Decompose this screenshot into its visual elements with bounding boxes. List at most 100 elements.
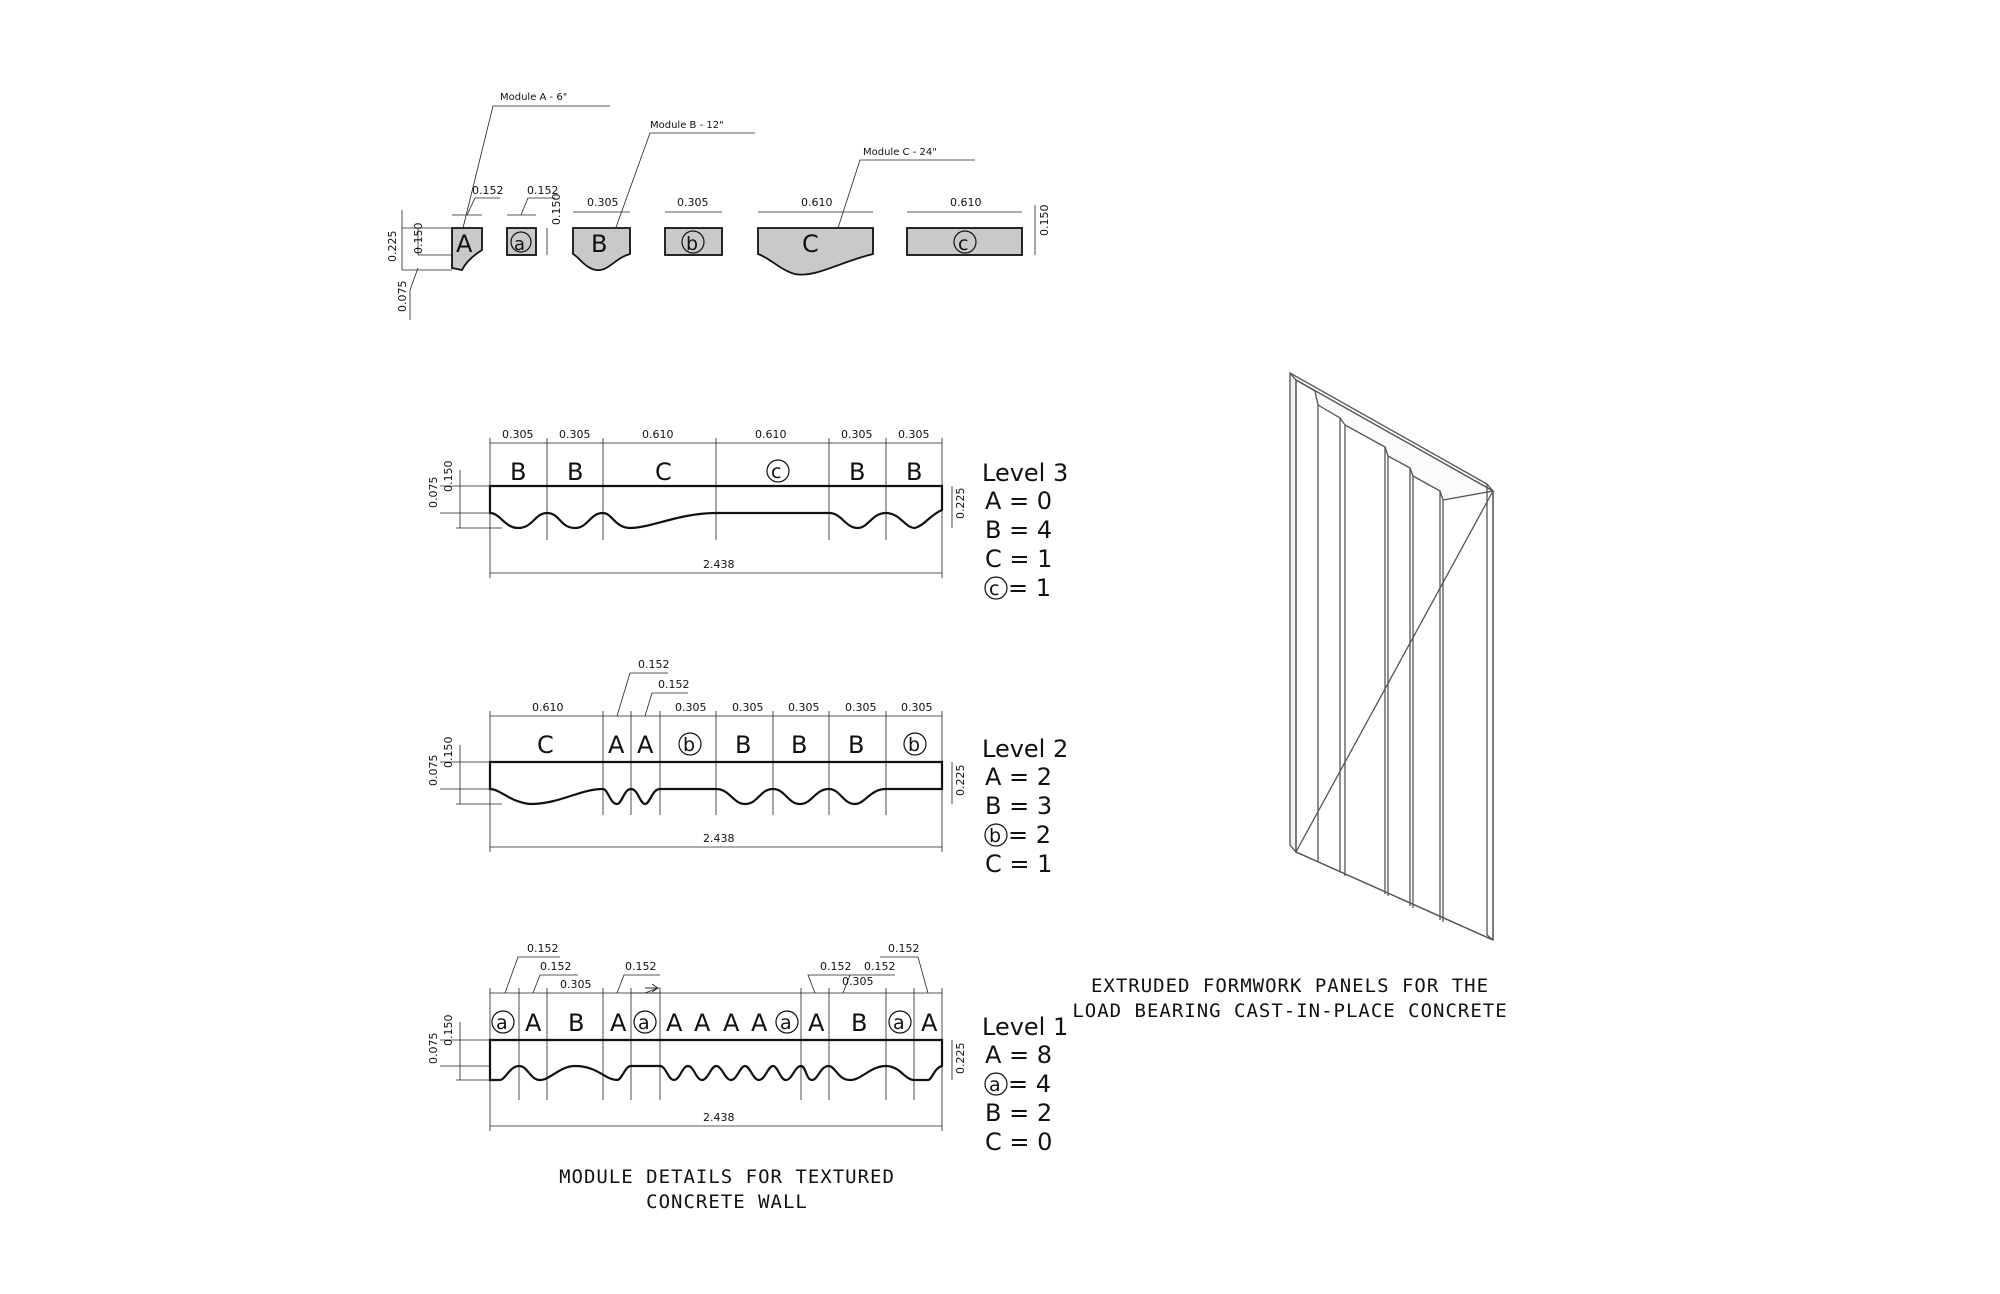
l1-dim-depth: 0.075 xyxy=(427,1033,440,1065)
l1-letter-4: A xyxy=(610,1009,627,1037)
l2-dim-b4: 0.305 xyxy=(845,701,877,714)
l1-wall-profile xyxy=(488,1038,944,1082)
l2-count-circle-letter: b xyxy=(989,825,1001,847)
l2-letter-3: A xyxy=(637,731,654,759)
dim-h-depth: 0.075 xyxy=(396,281,409,313)
l2-total-length: 2.438 xyxy=(703,832,735,845)
l3-letter-1: B xyxy=(510,458,526,486)
module-c-label: C xyxy=(802,230,819,258)
l2-letter-6: B xyxy=(791,731,807,759)
caption-left-line-1: MODULE DETAILS FOR TEXTURED xyxy=(559,1166,895,1188)
l3-dim-1: 0.305 xyxy=(502,428,534,441)
l2-title: Level 2 xyxy=(982,735,1068,763)
l3-count-b: B = 4 xyxy=(985,516,1052,544)
module-a-flat-circle xyxy=(510,231,532,253)
callout-leader-c xyxy=(837,159,975,229)
l2-count-a: A = 2 xyxy=(985,763,1052,791)
l2-letter-7: B xyxy=(848,731,864,759)
l2-dim-b1: 0.305 xyxy=(675,701,707,714)
l1-dim-5: 0.152 xyxy=(820,960,852,973)
callout-leader-b xyxy=(614,132,755,231)
l1-letter-10: a xyxy=(780,1012,792,1034)
l2-dim-c: 0.610 xyxy=(532,701,564,714)
l3-count-c-circled: = 1 xyxy=(1008,574,1051,602)
l3-letter-2: B xyxy=(567,458,583,486)
l3-letter-5: B xyxy=(849,458,865,486)
module-key: Module A - 6" Module B - 12" Module C - … xyxy=(386,92,1051,320)
l2-letter-2: A xyxy=(608,731,625,759)
l2-dim-b2: 0.305 xyxy=(732,701,764,714)
l3-letter-4: c xyxy=(771,461,781,483)
l1-letter-7: A xyxy=(694,1009,711,1037)
l1-dim-6: 0.152 xyxy=(864,960,896,973)
callout-module-c: Module C - 24" xyxy=(863,147,937,158)
dim-w-a2: 0.152 xyxy=(527,184,559,197)
l1-dim-right: 0.225 xyxy=(954,1043,967,1075)
l2-count-b: B = 3 xyxy=(985,792,1052,820)
module-a-label: A xyxy=(456,230,473,258)
l1-dim-4: 0.152 xyxy=(625,960,657,973)
l2-letter-4: b xyxy=(683,734,695,756)
l3-dim-5: 0.305 xyxy=(841,428,873,441)
l1-dim-2: 0.152 xyxy=(540,960,572,973)
module-c-flat-shape xyxy=(906,227,1023,256)
module-c-flat-label: c xyxy=(958,233,968,255)
l2-dim-a2: 0.152 xyxy=(658,678,690,691)
l2-dim-b3: 0.305 xyxy=(788,701,820,714)
l2-letter-8: b xyxy=(908,734,920,756)
l3-dim-6: 0.305 xyxy=(898,428,930,441)
l2-dim-a1: 0.152 xyxy=(638,658,670,671)
l1-letter-8: A xyxy=(723,1009,740,1037)
l1-dim-1: 0.152 xyxy=(527,942,559,955)
dim-h-total: 0.225 xyxy=(386,231,399,263)
callout-module-b: Module B - 12" xyxy=(650,120,724,131)
l2-count-b-circled: = 2 xyxy=(1008,821,1051,849)
caption-right-line-2: LOAD BEARING CAST-IN-PLACE CONCRETE xyxy=(1072,1000,1507,1022)
module-c-flat-circle xyxy=(953,230,977,254)
l1-dim-3: 0.305 xyxy=(560,978,592,991)
l1-letter-6: A xyxy=(666,1009,683,1037)
l3-dim-depth: 0.075 xyxy=(427,477,440,509)
module-b-label: B xyxy=(591,230,607,258)
level-2-section: 0.152 0.152 0.610 0.305 0.305 0.305 0.30… xyxy=(427,658,1068,878)
l2-wall-profile xyxy=(488,760,944,806)
dim-w-b: 0.305 xyxy=(587,196,619,209)
l3-dim-3: 0.610 xyxy=(642,428,674,441)
l2-letter-1: C xyxy=(537,731,554,759)
l1-letter-3: B xyxy=(568,1009,584,1037)
l1-letter-1: a xyxy=(496,1012,508,1034)
l1-count-b: B = 2 xyxy=(985,1099,1052,1127)
dim-w-c2: 0.610 xyxy=(950,196,982,209)
l1-letter-9: A xyxy=(751,1009,768,1037)
module-b-flat-label: b xyxy=(686,233,698,255)
l1-dim-8: 0.152 xyxy=(888,942,920,955)
l1-letter-13: a xyxy=(893,1012,905,1034)
dim-h-a2: 0.150 xyxy=(550,194,563,226)
module-b-shape xyxy=(572,227,631,271)
l1-count-c: C = 0 xyxy=(985,1128,1052,1156)
formwork-panel-isometric xyxy=(1289,371,1495,942)
l3-dim-right: 0.225 xyxy=(954,488,967,520)
l2-dim-b5: 0.305 xyxy=(901,701,933,714)
module-b-flat-circle xyxy=(681,230,705,254)
module-c-shape xyxy=(757,227,874,276)
l3-title: Level 3 xyxy=(982,459,1068,487)
caption-left-line-2: CONCRETE WALL xyxy=(646,1191,808,1213)
l3-letter-3: C xyxy=(655,458,672,486)
l2-dim-body: 0.150 xyxy=(442,737,455,769)
l2-dim-depth: 0.075 xyxy=(427,755,440,787)
callout-module-a: Module A - 6" xyxy=(500,92,567,103)
l1-count-a: A = 8 xyxy=(985,1041,1052,1069)
l1-dim-7: 0.305 xyxy=(842,975,874,988)
l3-dim-4: 0.610 xyxy=(755,428,787,441)
level-3-section: 0.305 0.305 0.610 0.610 0.305 0.305 B B … xyxy=(427,428,1068,602)
l1-letter-12: B xyxy=(851,1009,867,1037)
l1-letter-5: a xyxy=(638,1012,650,1034)
module-a-shape xyxy=(451,227,483,272)
l3-letter-6: B xyxy=(906,458,922,486)
l1-letter-14: A xyxy=(921,1009,938,1037)
module-b-flat-shape xyxy=(664,227,723,256)
l3-count-c: C = 1 xyxy=(985,545,1052,573)
l1-count-circle-letter: a xyxy=(989,1074,1001,1096)
